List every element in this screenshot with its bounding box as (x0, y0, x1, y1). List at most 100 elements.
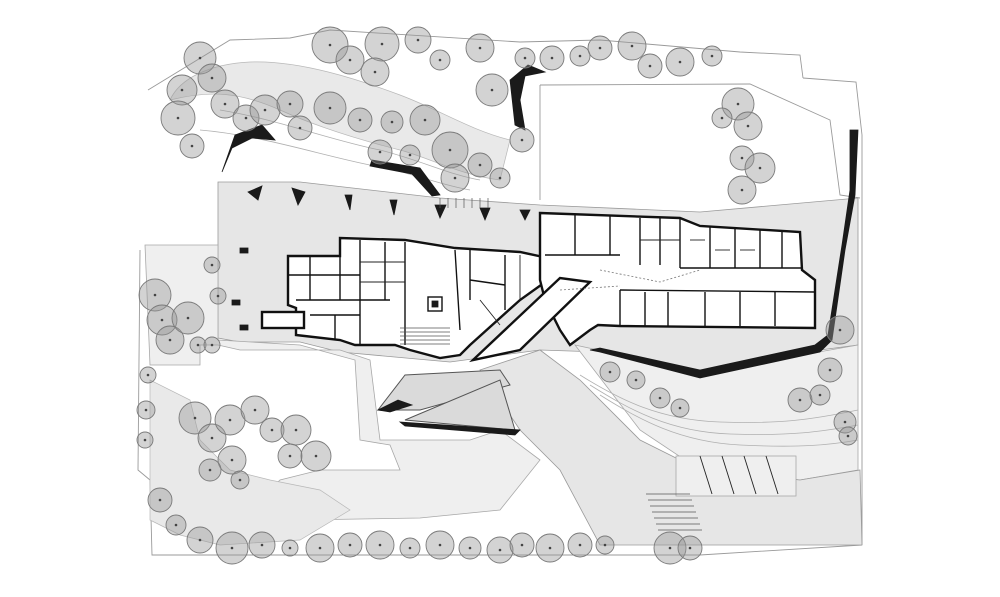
west-garden-path (144, 244, 541, 521)
tree-trunk-dot (578, 54, 582, 58)
tree-trunk-dot (176, 116, 180, 120)
tree-trunk-dot (160, 318, 164, 322)
tree-trunk-dot (520, 138, 524, 142)
tree-trunk-dot (498, 548, 502, 552)
tree-trunk-dot (478, 163, 482, 167)
tree-trunk-dot (520, 543, 524, 547)
tree-trunk-dot (314, 454, 318, 458)
tree-trunk-dot (318, 546, 322, 550)
tree-trunk-dot (550, 56, 554, 60)
tree-trunk-dot (238, 478, 242, 482)
tree-trunk-dot (244, 116, 248, 120)
entrance-porch (260, 310, 306, 330)
tree-trunk-dot (740, 188, 744, 192)
tree-trunk-dot (678, 406, 682, 410)
tree-trunk-dot (174, 523, 178, 527)
tree-trunk-dot (668, 546, 672, 550)
tree-trunk-dot (373, 70, 377, 74)
tree-trunk-dot (180, 88, 184, 92)
tree-trunk-dot (198, 56, 202, 60)
tree-trunk-dot (838, 328, 842, 332)
tree-trunk-dot (288, 546, 292, 550)
interior-walls-east (545, 215, 816, 326)
tree-trunk-dot (378, 150, 382, 154)
tree-trunk-dot (270, 428, 274, 432)
tree-trunk-dot (630, 44, 634, 48)
tree-trunk-dot (720, 116, 724, 120)
tree-trunk-dot (210, 436, 214, 440)
tree-trunk-dot (230, 546, 234, 550)
tree-trunk-dot (438, 58, 442, 62)
tree-trunk-dot (498, 176, 502, 180)
tree-trunk-dot (798, 398, 802, 402)
ramp-triangle (404, 379, 516, 431)
tree-trunk-dot (758, 166, 762, 170)
tree-trunk-dot (598, 46, 602, 50)
tree-trunk-dot (260, 543, 264, 547)
tree-trunk-dot (548, 546, 552, 550)
tree-trunk-dot (146, 373, 150, 377)
entrance-ramp (376, 369, 511, 411)
tree-trunk-dot (223, 102, 227, 106)
tree-trunk-dot (294, 428, 298, 432)
tree-trunk-dot (210, 263, 214, 267)
tree-trunk-dot (380, 42, 384, 46)
tree-trunk-dot (228, 418, 232, 422)
tree-trunk-dot (818, 393, 822, 397)
tree-trunk-dot (186, 316, 190, 320)
tree-trunk-dot (348, 543, 352, 547)
building-footprint (260, 211, 817, 363)
tree-trunk-dot (578, 543, 582, 547)
tree-trunk-dot (408, 153, 412, 157)
tree-trunk-dot (358, 118, 362, 122)
tree-trunk-dot (348, 58, 352, 62)
tree-trunk-dot (468, 546, 472, 550)
tree-trunk-dot (210, 76, 214, 80)
tree-trunk-dot (288, 102, 292, 106)
tree-trunk-dot (298, 126, 302, 130)
building-east-wing (538, 211, 817, 347)
tree-trunk-dot (828, 368, 832, 372)
tree-trunk-dot (143, 438, 147, 442)
tree-trunk-dot (736, 102, 740, 106)
tree-trunk-dot (608, 370, 612, 374)
north-footbridge-steps (439, 198, 489, 208)
tree-trunk-dot (438, 543, 442, 547)
tree-trunk-dot (198, 538, 202, 542)
tree-trunk-dot (710, 54, 714, 58)
tree-trunk-dot (193, 416, 197, 420)
retaining-walls (221, 64, 859, 436)
tree-trunk-dot (448, 148, 452, 152)
tree-trunk-dot (648, 64, 652, 68)
tree-trunk-dot (378, 543, 382, 547)
tree-trunk-dot (168, 338, 172, 342)
tree-trunk-dot (523, 56, 527, 60)
interior-stair (400, 327, 450, 345)
tree-trunk-dot (603, 543, 607, 547)
tree-trunk-dot (846, 434, 850, 438)
interior-walls-west (288, 240, 521, 345)
tree-trunk-dot (490, 88, 494, 92)
tree-trunk-dot (634, 378, 638, 382)
tree-trunk-dot (423, 118, 427, 122)
building-west-wing (286, 236, 550, 360)
tree-trunk-dot (328, 43, 332, 47)
tree-trunk-dot (153, 293, 157, 297)
tree-trunk-dot (746, 124, 750, 128)
trees-layer (136, 26, 858, 565)
connecting-corridor (469, 276, 593, 363)
tree-trunk-dot (253, 408, 257, 412)
contour-lines (199, 109, 859, 447)
tree-trunk-dot (230, 458, 234, 462)
tree-trunk-dot (190, 144, 194, 148)
tree-trunk-dot (408, 546, 412, 550)
tree-trunk-dot (328, 106, 332, 110)
south-steps (646, 493, 702, 531)
tree-trunk-dot (688, 546, 692, 550)
tree-trunk-dot (210, 343, 214, 347)
tree-trunk-dot (740, 156, 744, 160)
tree-trunk-dot (453, 176, 457, 180)
tree-trunk-dot (158, 498, 162, 502)
tree-trunk-dot (208, 468, 212, 472)
